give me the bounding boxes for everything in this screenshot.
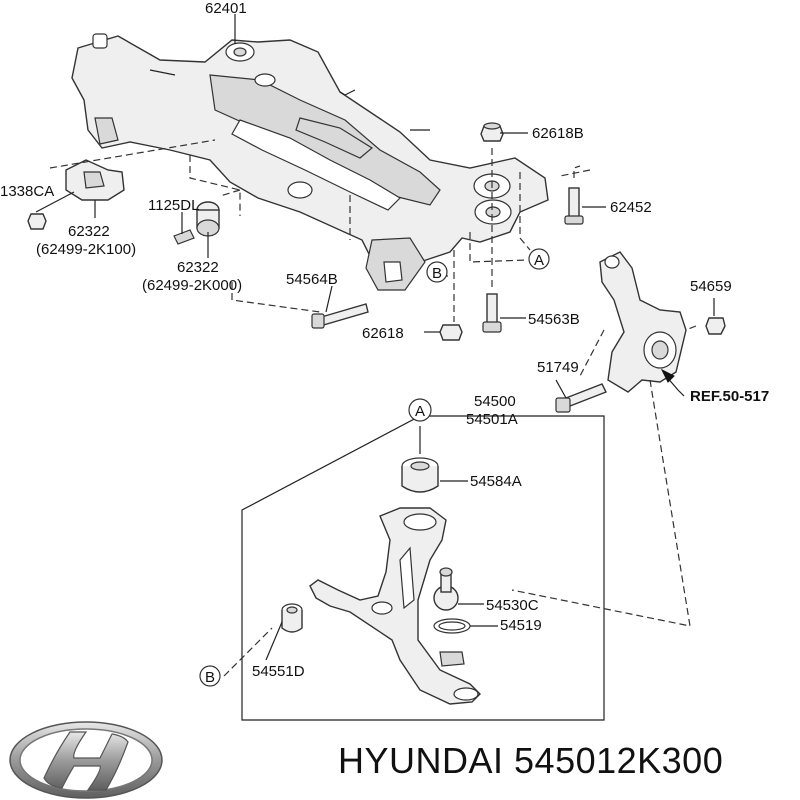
callout-b-top-letter: B	[432, 265, 442, 282]
label-54659: 54659	[690, 278, 732, 295]
ref-label: REF.50-517	[690, 388, 769, 405]
callout-a-frame: A	[408, 398, 432, 422]
callout-a-frame-letter: A	[415, 403, 425, 420]
label-62618: 62618	[362, 325, 404, 342]
label-54500: 54500	[474, 393, 516, 410]
label-62618B: 62618B	[532, 125, 584, 142]
assembly-frame	[241, 415, 605, 721]
label-54519: 54519	[500, 617, 542, 634]
label-51749: 51749	[537, 359, 579, 376]
steering-knuckle	[599, 251, 687, 393]
label-54563B: 54563B	[528, 311, 580, 328]
hardware-parts	[27, 122, 726, 413]
leader-lines	[35, 14, 715, 661]
label-1338CA: 1338CA	[0, 183, 54, 200]
subframe-crossmember	[71, 33, 549, 291]
label-62452: 62452	[610, 199, 652, 216]
callout-b-bottom-letter: B	[205, 669, 215, 686]
label-62499-2K100: (62499-2K100)	[36, 241, 136, 258]
label-62322-bottom: 62322	[177, 259, 219, 276]
callout-b-bottom: B	[199, 665, 221, 687]
part-labels: 62401 62618B 62452 1338CA 62322 (62499-2…	[0, 0, 769, 680]
label-54530C: 54530C	[486, 597, 539, 614]
label-1125DL: 1125DL	[148, 197, 199, 214]
callout-a-top: A	[528, 248, 550, 270]
brand-part-number: HYUNDAI 545012K300	[338, 740, 724, 781]
label-62499-2K000: (62499-2K000)	[142, 277, 242, 294]
hyundai-logo	[9, 721, 163, 799]
label-54564B: 54564B	[286, 271, 338, 288]
lower-arm-assembly	[241, 415, 605, 721]
label-62401: 62401	[205, 0, 247, 17]
label-54501A: 54501A	[466, 411, 518, 428]
label-54584A: 54584A	[470, 473, 522, 490]
callout-b-top: B	[426, 261, 448, 283]
label-54551D: 54551D	[252, 663, 305, 680]
label-62322-top: 62322	[68, 223, 110, 240]
callout-a-top-letter: A	[534, 252, 544, 269]
